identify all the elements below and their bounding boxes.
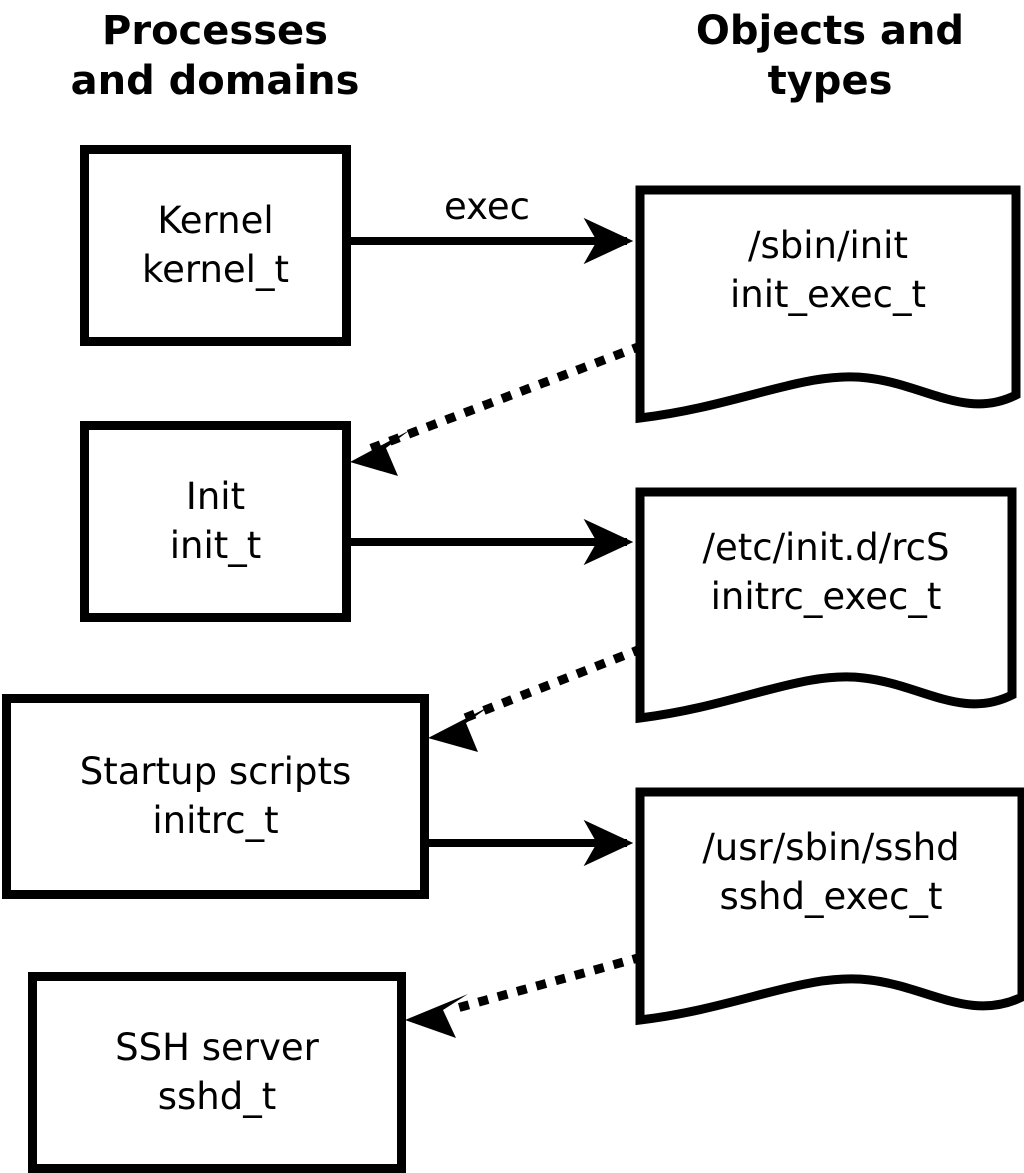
column-header-processes: Processes and domains — [70, 8, 360, 104]
edge-initrc-exec-to-initrc — [428, 644, 644, 752]
object-doc-initrc-exec[interactable]: /etc/init.d/rcS initrc_exec_t — [635, 487, 1017, 726]
process-name-init: Init — [185, 474, 246, 518]
object-doc-sshd-exec[interactable]: /usr/sbin/sshd sshd_exec_t — [635, 787, 1024, 1028]
process-type-startup-scripts: initrc_t — [152, 798, 279, 842]
process-type-init: init_t — [169, 523, 262, 567]
process-box-ssh-server[interactable]: SSH server sshd_t — [28, 972, 406, 1173]
process-name-kernel: Kernel — [157, 198, 274, 242]
object-doc-init-exec[interactable]: /sbin/init init_exec_t — [635, 185, 1021, 426]
process-box-startup-scripts[interactable]: Startup scripts initrc_t — [2, 694, 429, 899]
process-box-kernel[interactable]: Kernel kernel_t — [80, 145, 351, 346]
edge-init-exec-to-init — [350, 341, 644, 476]
edge-label-exec: exec — [444, 185, 530, 228]
process-name-ssh-server: SSH server — [115, 1025, 319, 1069]
process-box-init[interactable]: Init init_t — [80, 421, 351, 622]
process-type-ssh-server: sshd_t — [157, 1074, 277, 1118]
process-name-startup-scripts: Startup scripts — [79, 749, 352, 793]
column-header-objects: Objects and types — [695, 8, 965, 104]
process-type-kernel: kernel_t — [142, 247, 289, 291]
edge-sshd-exec-to-sshd — [405, 952, 644, 1038]
